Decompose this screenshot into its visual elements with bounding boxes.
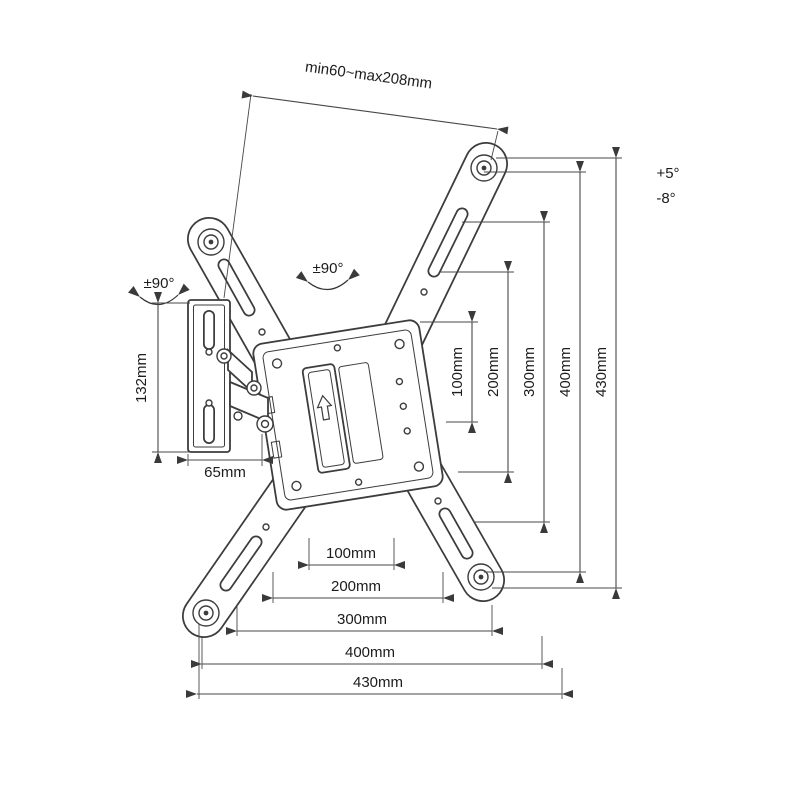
lower-right-arm (398, 448, 505, 602)
vesa-vertical-label-100: 100mm (449, 347, 466, 397)
wall-swivel-indicator: ±90° (128, 275, 190, 306)
wall-plate-height-label: 132mm (133, 353, 150, 403)
vesa-horizontal-label-100: 100mm (326, 545, 376, 562)
lower-left-arm (182, 470, 312, 638)
center-column (301, 363, 351, 474)
wall-plate (187, 299, 231, 453)
vesa-swivel-label: ±90° (313, 260, 344, 277)
wall-plate-offset-dimension: 65mm (177, 434, 273, 481)
vesa-plate (252, 319, 444, 511)
vesa-vertical-label-400: 400mm (557, 347, 574, 397)
wall-swivel-label: ±90° (144, 275, 175, 292)
wall-plate-height-dimension: 132mm (133, 292, 190, 463)
vesa-horizontal-label-430: 430mm (353, 674, 403, 691)
vesa-horizontal-label-200: 200mm (331, 578, 381, 595)
tilt-up-label: +5° (656, 165, 679, 182)
vesa-vertical-label-430: 430mm (593, 347, 610, 397)
vesa-vertical-label-200: 200mm (485, 347, 502, 397)
extension-range-label: min60~max208mm (304, 59, 433, 93)
vesa-vertical-label-300: 300mm (521, 347, 538, 397)
tilt-down-label: -8° (656, 190, 675, 207)
articulating-arm (216, 347, 274, 433)
up-arrow-icon (316, 394, 333, 421)
vesa-horizontal-label-300: 300mm (337, 611, 387, 628)
vesa-vertical-dimensions: 100mm 200mm 300mm 400mm 430mm (420, 147, 622, 599)
upper-right-arm (378, 142, 508, 364)
wall-plate-offset-label: 65mm (204, 464, 246, 481)
vesa-swivel-indicator: ±90° (295, 260, 360, 291)
rotation-arc-icon (295, 268, 360, 291)
vesa-horizontal-label-400: 400mm (345, 644, 395, 661)
vesa-horizontal-dimensions: 100mm 200mm 300mm 400mm 430mm (186, 538, 573, 699)
